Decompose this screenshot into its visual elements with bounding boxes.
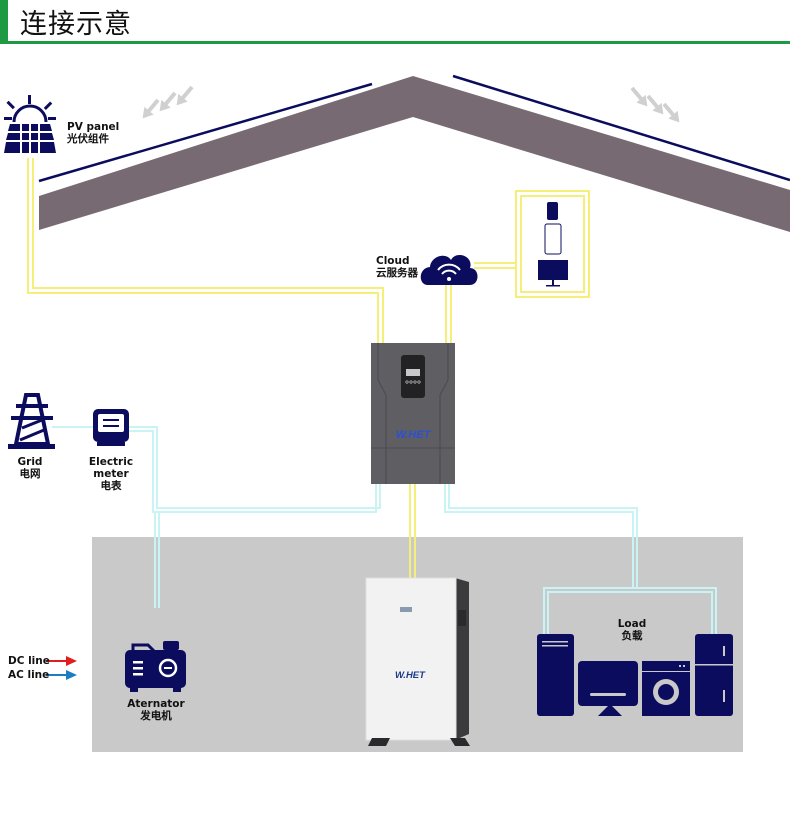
generator-icon: [125, 641, 186, 692]
dc-wires: [27, 158, 590, 580]
legend-ac: AC line: [8, 668, 50, 682]
wire-inverter-to-load-a: [444, 484, 634, 588]
devices-frame-outer: [515, 190, 590, 298]
ac-wires: [52, 426, 717, 634]
fridge-icon: [695, 634, 733, 716]
wire-pv-to-inverter-a: [27, 158, 379, 343]
grid-label-en: Grid: [17, 456, 43, 468]
grid-label-zh: 电网: [19, 468, 41, 480]
meter-label: Electric meter 电表: [70, 456, 152, 492]
roof-solar-line-right: [452, 74, 790, 182]
wire-pv-to-inverter-b: [32, 158, 384, 343]
wire-load-bus-a: [543, 587, 717, 634]
wire-meter-to-inverter-b: [128, 430, 377, 513]
inverter-display-panel: [401, 355, 425, 398]
alternator-label-zh: 发电机: [140, 710, 172, 722]
cloud-label: Cloud 云服务器: [376, 255, 418, 279]
tablet-icon: [544, 223, 562, 255]
load-appliances: [537, 634, 733, 716]
battery-brand-logo: W.HET: [395, 670, 426, 681]
inverter-brand-logo: W.HET: [396, 429, 432, 441]
battery-port: [458, 610, 466, 626]
phone-icon: [547, 202, 558, 220]
legend-dc: DC line: [8, 654, 50, 668]
cloud-label-en: Cloud: [376, 255, 410, 267]
pv-panel-label: PV panel 光伏组件: [67, 121, 119, 145]
cloud-label-zh: 云服务器: [376, 267, 418, 279]
pv-panel-label-zh: 光伏组件: [67, 133, 109, 145]
header-accent-bar: [0, 0, 8, 44]
legend-dc-label: DC line: [8, 655, 50, 667]
battery-icon: [365, 577, 470, 746]
wire-inverter-to-load-b: [448, 484, 638, 588]
cloud-wifi-icon: [420, 254, 478, 285]
inverter-buttons: [405, 380, 421, 384]
grid-label: Grid 电网: [10, 456, 50, 480]
legend-dc-arrow: [46, 656, 77, 666]
wire-meter-to-inverter-a: [128, 426, 381, 509]
alternator-label-en: Aternator: [127, 698, 185, 710]
header: 连接示意: [0, 0, 790, 44]
devices-frame-inner: [520, 195, 585, 293]
header-underline: [0, 41, 790, 44]
load-label-en: Load: [617, 618, 647, 630]
wire-load-bus-b: [547, 591, 713, 634]
legend-ac-label: AC line: [8, 669, 50, 681]
inverter-screen: [406, 369, 420, 376]
alternator-label: Aternator 发电机: [125, 698, 187, 722]
pv-panel-label-en: PV panel: [67, 121, 120, 133]
legend-ac-arrow: [46, 670, 77, 680]
sunlight-arrows-right: [630, 86, 680, 123]
power-tower-icon: [8, 393, 55, 449]
tv-icon: [578, 661, 638, 716]
pc-tower-icon: [537, 634, 574, 716]
roof: [39, 76, 790, 232]
roof-solar-line-left: [38, 82, 373, 183]
washing-machine-icon: [642, 661, 690, 716]
meter-label-en: Electric meter: [88, 456, 134, 480]
inverter-icon: [371, 343, 455, 484]
meter-label-zh: 电表: [100, 480, 122, 492]
solar-panel-icon: [4, 95, 56, 153]
sunlight-arrows-left: [142, 85, 194, 119]
electric-meter-icon: [93, 409, 129, 446]
page-title: 连接示意: [20, 9, 132, 40]
load-label: Load 负载: [612, 618, 652, 642]
monitor-icon: [538, 260, 568, 287]
legend: DC line AC line: [8, 654, 50, 682]
load-label-zh: 负载: [621, 630, 643, 642]
battery-indicator: [400, 607, 412, 612]
